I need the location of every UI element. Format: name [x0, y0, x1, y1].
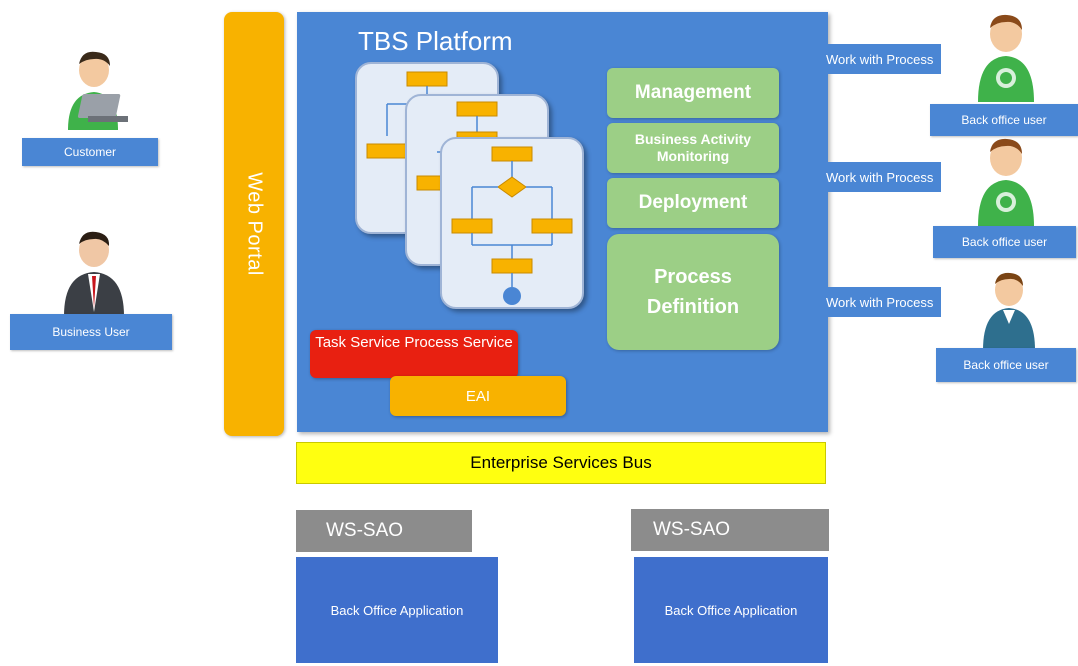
back-office-user-label: Back office user	[930, 104, 1078, 136]
process-card-front	[440, 137, 584, 309]
module-management: Management	[607, 68, 779, 118]
back-office-user-icon	[983, 272, 1035, 350]
back-office-user-icon	[978, 138, 1034, 226]
web-portal: Web Portal	[224, 12, 284, 436]
business-user-icon	[64, 231, 124, 316]
eai-box: EAI	[390, 376, 566, 416]
arrow-label: Work with Process	[818, 162, 942, 192]
back-office-application: Back Office Application	[634, 557, 828, 663]
arrow-left-icon	[796, 283, 818, 321]
work-with-process-arrow: Work with Process	[796, 283, 942, 321]
back-office-user-label: Back office user	[936, 348, 1076, 382]
arrow-label: Work with Process	[818, 287, 942, 317]
process-flow-icon	[366, 71, 467, 159]
platform-title: TBS Platform	[358, 26, 513, 56]
work-with-process-arrow: Work with Process	[796, 158, 942, 196]
task-service-process-service: Task Service Process Service	[310, 330, 518, 378]
arrow-left-icon	[796, 158, 818, 196]
enterprise-services-bus: Enterprise Services Bus	[296, 442, 826, 484]
business-user-actor: Business User	[10, 228, 180, 358]
module-process-definition: Process Definition	[607, 234, 779, 350]
back-office-user-icon	[978, 14, 1034, 102]
module-deployment: Deployment	[607, 178, 779, 228]
work-with-process-arrow: Work with Process	[796, 40, 942, 78]
customer-label: Customer	[22, 138, 158, 166]
customer-actor: Customer	[22, 50, 160, 170]
ws-sao-label: WS-SAO	[296, 510, 472, 552]
back-office-application: Back Office Application	[296, 557, 498, 663]
ws-sao-label: WS-SAO	[631, 509, 829, 551]
customer-with-laptop-icon	[68, 51, 128, 130]
arrow-label: Work with Process	[818, 44, 942, 74]
business-user-label: Business User	[10, 314, 172, 350]
process-flow-icon	[451, 146, 573, 305]
arrow-left-icon	[796, 40, 818, 78]
web-portal-label: Web Portal	[243, 172, 266, 276]
module-business-activity-monitoring: Business Activity Monitoring	[607, 123, 779, 173]
back-office-user-label: Back office user	[933, 226, 1076, 258]
